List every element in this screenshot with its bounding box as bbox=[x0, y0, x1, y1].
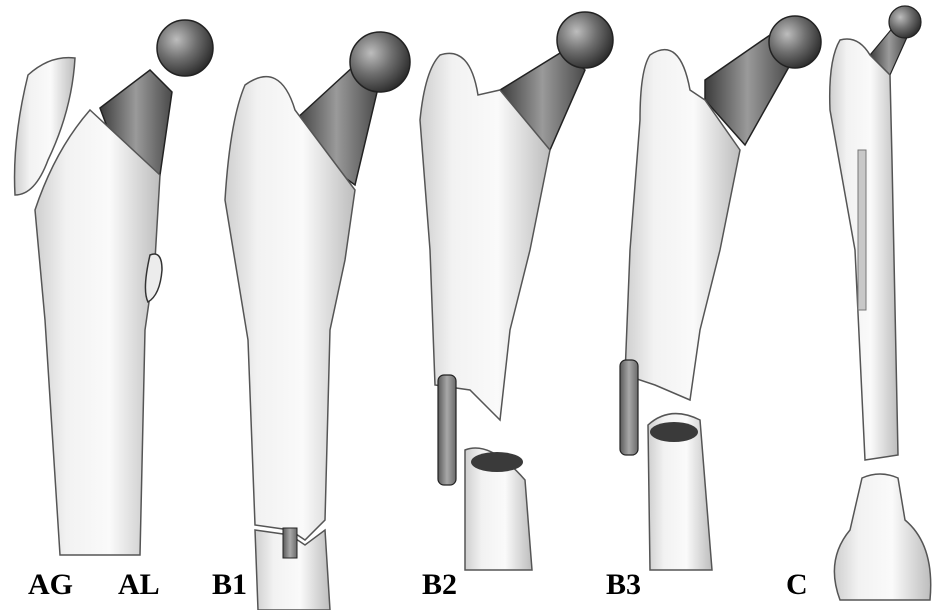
label-b2: B2 bbox=[422, 570, 457, 600]
loose-stem bbox=[438, 375, 456, 485]
distal-femur-condyles bbox=[834, 474, 930, 600]
lesser-trochanter-fragment bbox=[145, 254, 162, 302]
label-b1: B1 bbox=[212, 570, 247, 600]
stem-tip bbox=[283, 528, 297, 558]
label-c: C bbox=[786, 570, 808, 600]
label-ag: AG bbox=[28, 570, 73, 600]
label-b3: B3 bbox=[606, 570, 641, 600]
panel-b2-femur bbox=[420, 12, 613, 570]
label-al: AL bbox=[118, 570, 160, 600]
prosthesis-head bbox=[350, 32, 410, 92]
prosthesis-head bbox=[889, 6, 921, 38]
prosthesis-head bbox=[557, 12, 613, 68]
femur-shaft bbox=[35, 110, 160, 555]
panel-c-femur bbox=[830, 6, 931, 600]
panel-ag-al-femur bbox=[15, 20, 213, 555]
prosthesis-head bbox=[157, 20, 213, 76]
prosthesis-head bbox=[769, 16, 821, 68]
loose-stem bbox=[620, 360, 638, 455]
panel-b3-femur bbox=[620, 16, 821, 570]
prosthesis-stem bbox=[858, 150, 866, 310]
panel-b1-femur bbox=[225, 32, 410, 610]
